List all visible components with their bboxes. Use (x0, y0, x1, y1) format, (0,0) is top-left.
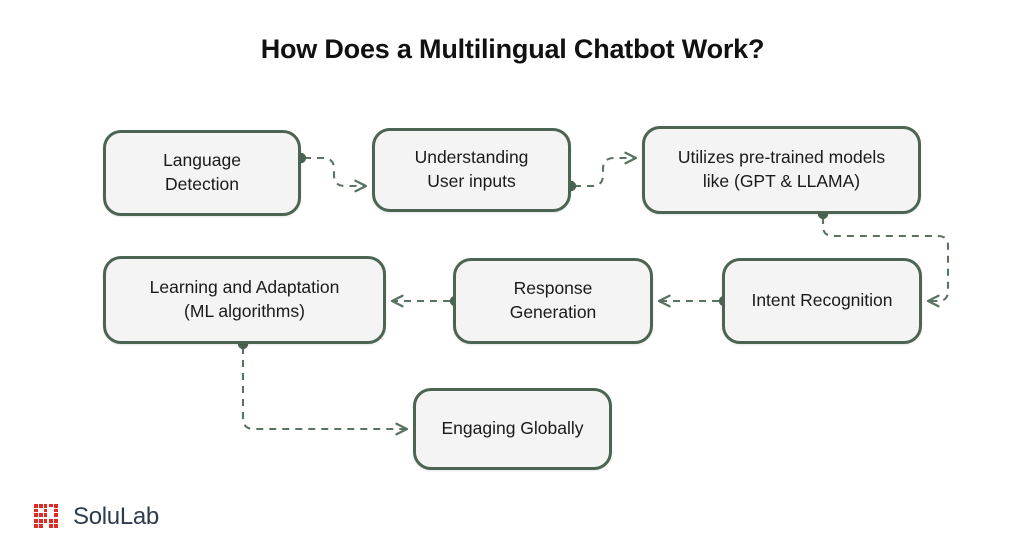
node-intent-recognition-label: Intent Recognition (751, 290, 893, 311)
page-title: How Does a Multilingual Chatbot Work? (260, 34, 765, 64)
node-learning-adaptation-label: Learning and Adaptation (ML algorithms) (149, 277, 340, 321)
node-language-detection-label: Language Detection (163, 150, 241, 194)
solulab-logo-icon (34, 504, 58, 528)
node-understanding-user-inputs[interactable]: Understanding User inputs (372, 128, 571, 212)
node-response-generation[interactable]: Response Generation (453, 258, 653, 344)
node-pretrained-models-label: Utilizes pre-trained models like (GPT & … (677, 147, 886, 191)
brand-name: SoluLab (73, 503, 159, 530)
node-engaging-globally-label: Engaging Globally (441, 418, 584, 439)
node-pretrained-models[interactable]: Utilizes pre-trained models like (GPT & … (642, 126, 921, 214)
node-engaging-globally[interactable]: Engaging Globally (413, 388, 612, 470)
node-language-detection[interactable]: Language Detection (103, 130, 301, 216)
connector-understanding-to-pretrained (574, 158, 636, 188)
node-intent-recognition[interactable]: Intent Recognition (722, 258, 922, 344)
connector-language-detection-to-understanding (304, 156, 366, 186)
node-learning-adaptation[interactable]: Learning and Adaptation (ML algorithms) (103, 256, 386, 344)
node-response-generation-label: Response Generation (509, 278, 597, 322)
connector-learning-to-engaging (241, 347, 407, 429)
node-understanding-user-inputs-label: Understanding User inputs (414, 147, 529, 191)
brand-logo[interactable]: SoluLab (34, 500, 159, 534)
